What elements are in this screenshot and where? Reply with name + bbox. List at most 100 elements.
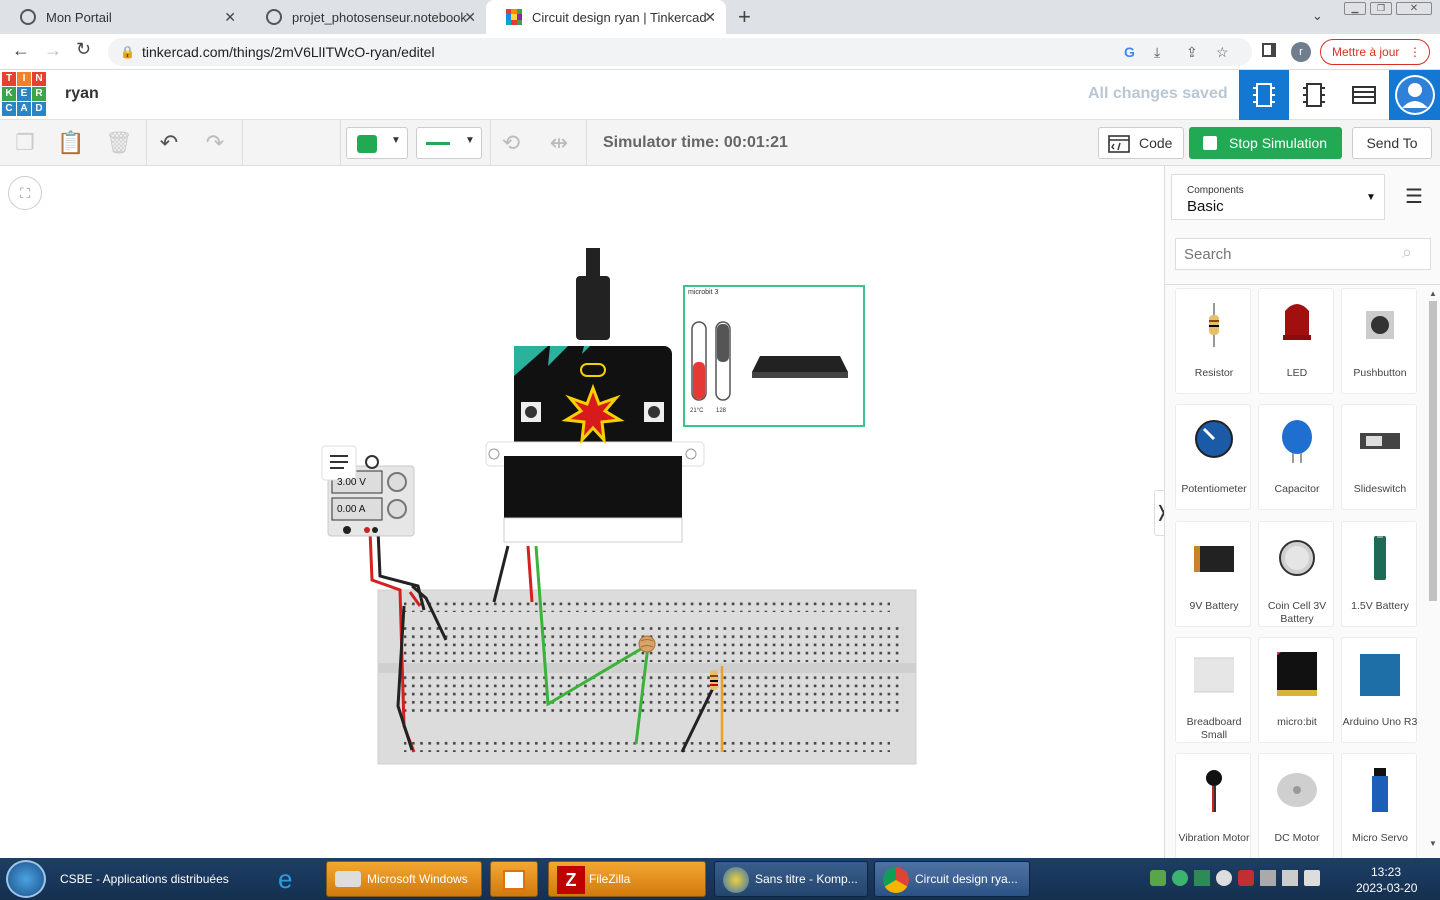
breadboard[interactable]	[377, 589, 917, 765]
taskbar-item-kompozer[interactable]: Sans titre - Komp...	[714, 861, 868, 897]
taskbar-item-microsoft-windows[interactable]: Microsoft Windows	[326, 861, 482, 897]
url-field[interactable]: 🔒 tinkercad.com/things/2mV6LlITWcO-ryan/…	[108, 38, 1252, 66]
component-1-5v-battery[interactable]: 1.5V Battery	[1341, 521, 1417, 627]
new-tab-icon[interactable]: +	[738, 4, 751, 29]
tab-label: projet_photosenseur.notebook	[292, 9, 467, 25]
update-label: Mettre à jour	[1332, 45, 1400, 59]
microbit-board[interactable]	[485, 248, 705, 543]
tray-icon[interactable]	[1172, 870, 1188, 886]
color-swatch	[357, 135, 377, 153]
fit-view-icon[interactable]: ⛶	[8, 176, 42, 210]
resistor[interactable]	[710, 670, 718, 690]
component-led[interactable]: LED	[1258, 288, 1334, 394]
send-label: Send To	[1366, 135, 1418, 151]
tab-mon-portail[interactable]: Mon Portail ✕	[0, 0, 246, 34]
minimize-icon[interactable]: ▁	[1344, 2, 1366, 15]
profile-avatar[interactable]: r	[1291, 42, 1311, 62]
paste-icon[interactable]: 📋	[57, 130, 85, 155]
schematic-view-button[interactable]	[1289, 70, 1339, 120]
tray-icon[interactable]	[1260, 870, 1276, 886]
window-close-icon[interactable]: ✕	[1396, 2, 1432, 15]
tinkercad-favicon-icon	[506, 9, 522, 25]
taskbar-item-filezilla[interactable]: Z FileZilla	[548, 861, 706, 897]
comment-note-icon[interactable]	[321, 445, 379, 481]
back-icon[interactable]: ←	[12, 40, 30, 60]
taskbar-item-media[interactable]	[490, 861, 538, 897]
component-resistor[interactable]: Resistor	[1175, 288, 1251, 394]
code-button[interactable]: Code	[1098, 127, 1184, 159]
tab-tinkercad[interactable]: Circuit design ryan | Tinkercad ✕	[486, 0, 726, 34]
component-vibration-motor[interactable]: Vibration Motor	[1175, 753, 1251, 859]
copy-icon[interactable]: ❐	[15, 130, 35, 155]
component-microbit[interactable]: micro:bit	[1258, 637, 1334, 743]
redo-icon[interactable]: ↷	[205, 130, 225, 155]
tinkercad-logo[interactable]: T I N K E R C A D	[2, 72, 46, 116]
chevron-down-icon[interactable]: ⌄	[1312, 8, 1323, 23]
google-icon[interactable]: G	[1124, 44, 1135, 60]
update-button[interactable]: Mettre à jour ⋮	[1320, 39, 1430, 65]
flip-icon[interactable]: ⇹	[549, 130, 569, 155]
search-input[interactable]	[1176, 239, 1396, 269]
ie-icon[interactable]: e	[278, 864, 293, 894]
restore-icon[interactable]: ❐	[1370, 2, 1392, 15]
star-icon[interactable]: ☆	[1216, 44, 1229, 60]
scroll-up-icon[interactable]: ▲	[1429, 289, 1437, 298]
forward-icon[interactable]: →	[44, 40, 62, 60]
component-slideswitch[interactable]: Slideswitch	[1341, 404, 1417, 510]
component-list-button[interactable]	[1339, 70, 1389, 120]
component-potentiometer[interactable]: Potentiometer	[1175, 404, 1251, 510]
delete-icon[interactable]: 🗑	[105, 130, 133, 155]
filezilla-icon: Z	[557, 866, 585, 894]
power-supply[interactable]	[327, 465, 415, 537]
user-avatar-button[interactable]	[1389, 70, 1440, 120]
circuit-canvas[interactable]: ⛶	[0, 166, 1168, 858]
taskbar-item-chrome[interactable]: Circuit design rya...	[874, 861, 1030, 897]
wires[interactable]	[368, 529, 724, 753]
install-icon[interactable]: ⤓	[1154, 44, 1161, 60]
tray-icon[interactable]	[1238, 870, 1254, 886]
clock-time[interactable]: 13:23	[1371, 865, 1402, 879]
component-coin-cell[interactable]: Coin Cell 3V Battery	[1258, 521, 1334, 627]
stop-simulation-button[interactable]: Stop Simulation	[1189, 127, 1342, 159]
scrollbar-thumb[interactable]	[1429, 301, 1437, 601]
tray-icon[interactable]	[1150, 870, 1166, 886]
taskbar-item-csbe[interactable]: CSBE - Applications distribuées	[52, 861, 250, 897]
microbit-sim-panel[interactable]	[683, 285, 865, 427]
component-arduino[interactable]: Arduino Uno R3	[1341, 637, 1417, 743]
tab-notebook[interactable]: projet_photosenseur.notebook ✕	[246, 0, 486, 34]
component-pushbutton[interactable]: Pushbutton	[1341, 288, 1417, 394]
component-capacitor[interactable]: Capacitor	[1258, 404, 1334, 510]
color-picker[interactable]: ▼	[346, 127, 408, 159]
clock-date[interactable]: 2023-03-20	[1356, 881, 1418, 895]
component-micro-servo[interactable]: Micro Servo	[1341, 753, 1417, 859]
start-button[interactable]	[6, 860, 46, 898]
circuit-view-button[interactable]	[1239, 70, 1289, 120]
component-9v-battery[interactable]: 9V Battery	[1175, 521, 1251, 627]
list-view-icon[interactable]: ☰	[1405, 186, 1423, 208]
close-icon[interactable]: ✕	[464, 9, 476, 25]
volume-icon[interactable]	[1304, 870, 1320, 886]
component-breadboard-small[interactable]: Breadboard Small	[1175, 637, 1251, 743]
project-name[interactable]: ryan	[65, 85, 99, 102]
undo-icon[interactable]: ↶	[159, 130, 179, 155]
wire-style-picker[interactable]: ▼	[416, 127, 482, 159]
chip-icon	[1253, 83, 1275, 107]
photoresistor[interactable]	[638, 635, 656, 653]
search-box[interactable]: ⌕	[1175, 238, 1431, 270]
tray-icon[interactable]	[1194, 870, 1210, 886]
close-icon[interactable]: ✕	[224, 9, 236, 25]
close-icon[interactable]: ✕	[704, 9, 716, 25]
component-dc-motor[interactable]: DC Motor	[1258, 753, 1334, 859]
tray-icon[interactable]	[1216, 870, 1232, 886]
scrollbar[interactable]: ▲ ▼	[1427, 289, 1439, 851]
sidepanel-icon[interactable]	[1262, 43, 1276, 57]
menu-dots-icon: ⋮	[1409, 45, 1421, 59]
send-to-button[interactable]: Send To	[1352, 127, 1432, 159]
network-icon[interactable]	[1282, 870, 1298, 886]
components-dropdown[interactable]: Components Basic ▼	[1171, 174, 1385, 220]
share-icon[interactable]: ⇪	[1186, 44, 1198, 60]
reload-icon[interactable]: ↻	[76, 39, 92, 59]
scroll-down-icon[interactable]: ▼	[1429, 839, 1437, 848]
capacitor-icon	[1282, 420, 1312, 463]
rotate-icon[interactable]: ⟲	[501, 130, 521, 155]
